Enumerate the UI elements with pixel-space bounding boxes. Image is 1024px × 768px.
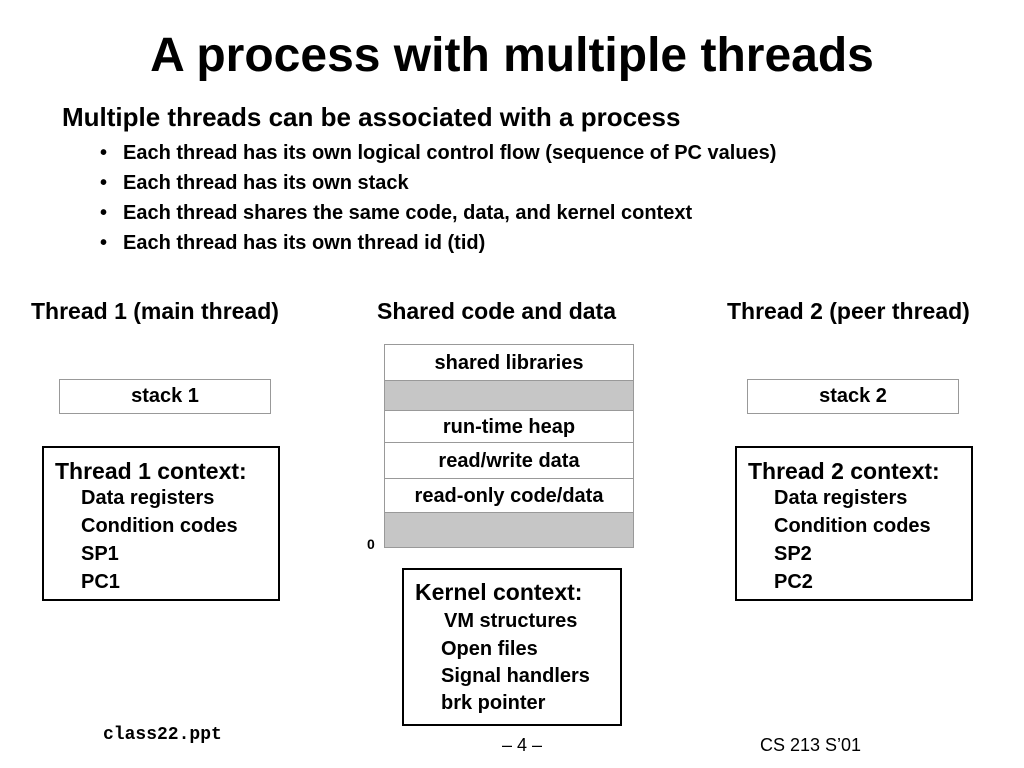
thread2-heading: Thread 2 (peer thread) — [727, 298, 970, 324]
context-line: SP2 — [774, 543, 812, 565]
thread2-context-title: Thread 2 context: — [748, 458, 940, 484]
context-line: PC2 — [774, 571, 813, 593]
footer-course: CS 213 S’01 — [760, 735, 862, 755]
sub-bullet-text: Each thread has its own thread id (tid) — [123, 232, 486, 254]
memory-segment-shared-libraries: shared libraries — [385, 345, 633, 381]
sub-bullet-text: Each thread has its own logical control … — [123, 142, 777, 164]
main-bullet: Multiple threads can be associated with … — [62, 102, 681, 132]
context-line: SP1 — [81, 543, 119, 565]
memory-segment-ro-code: read-only code/data — [385, 479, 633, 513]
footer-page-number: – 4 – — [502, 735, 543, 755]
thread1-heading: Thread 1 (main thread) — [31, 298, 279, 324]
kernel-line: VM structures — [444, 610, 578, 632]
sub-bullet-text: Each thread has its own stack — [123, 172, 409, 194]
bullet-icon: • — [100, 232, 108, 254]
thread1-context-box: Thread 1 context: Data registers Conditi… — [42, 446, 280, 601]
shared-heading: Shared code and data — [377, 298, 617, 324]
bullet-icon: • — [100, 202, 108, 224]
kernel-context-title: Kernel context: — [415, 579, 583, 605]
sub-bullet-list: • Each thread has its own logical control… — [100, 141, 776, 261]
kernel-context-box: Kernel context: VM structures Open files… — [402, 568, 622, 726]
sub-bullet: • Each thread has its own logical control… — [100, 141, 776, 171]
memory-segment-gap — [385, 381, 633, 411]
context-line: Condition codes — [81, 515, 238, 537]
memory-segment-heap: run-time heap — [385, 411, 633, 443]
memory-segment-rw-data: read/write data — [385, 443, 633, 479]
context-line: Data registers — [774, 487, 908, 509]
memory-segment-bottom — [385, 513, 633, 547]
thread1-context-title: Thread 1 context: — [55, 458, 247, 484]
context-line: Data registers — [81, 487, 215, 509]
context-line: Condition codes — [774, 515, 931, 537]
kernel-line: Signal handlers — [441, 665, 590, 687]
sub-bullet: • Each thread has its own stack — [100, 171, 776, 201]
sub-bullet-text: Each thread shares the same code, data, … — [123, 202, 693, 224]
sub-bullet: • Each thread shares the same code, data,… — [100, 201, 776, 231]
bullet-icon: • — [100, 142, 108, 164]
slide-title: A process with multiple threads — [150, 29, 874, 82]
kernel-line: brk pointer — [441, 692, 546, 714]
shared-memory-layout: shared libraries run-time heap read/writ… — [384, 344, 634, 548]
address-zero-label: 0 — [367, 536, 375, 552]
thread2-context-box: Thread 2 context: Data registers Conditi… — [735, 446, 973, 601]
context-line: PC1 — [81, 571, 120, 593]
bullet-icon: • — [100, 172, 108, 194]
footer-filename: class22.ppt — [103, 725, 222, 745]
sub-bullet: • Each thread has its own thread id (tid) — [100, 231, 776, 261]
kernel-line: Open files — [441, 638, 538, 660]
thread1-stack-box: stack 1 — [59, 379, 271, 414]
thread2-stack-box: stack 2 — [747, 379, 959, 414]
